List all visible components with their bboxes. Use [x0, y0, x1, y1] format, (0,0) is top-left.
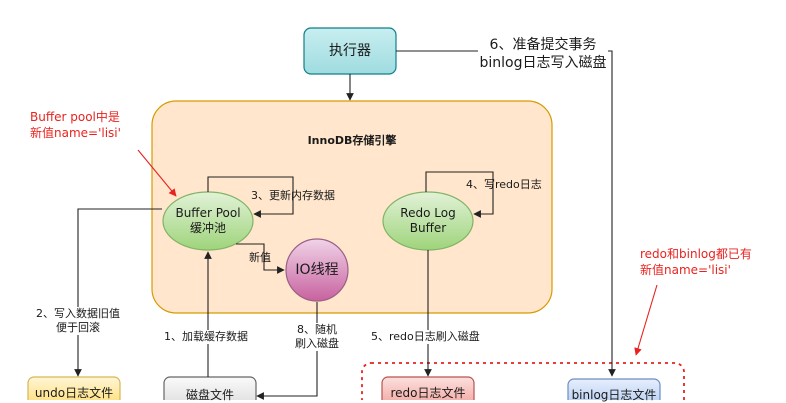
io-thread-circle	[285, 238, 349, 302]
binlog-file-box	[567, 378, 661, 400]
executor-label: 执行器	[329, 42, 371, 59]
step2-line2: 便于回滚	[56, 321, 100, 334]
redo-binlog-note: redo和binlog都已有 新值name='lisi'	[640, 246, 752, 278]
buffer-note-line1: Buffer pool中是	[30, 110, 120, 124]
step3-label: 3、更新内存数据	[251, 189, 335, 202]
buffer-pool-note: Buffer pool中是 新值name='lisi'	[30, 109, 121, 141]
step2-line1: 2、写入数据旧值	[36, 307, 120, 320]
buffer-note-line2: 新值name='lisi'	[30, 126, 121, 140]
io-thread-label: IO线程	[295, 261, 339, 278]
step2-label: 2、写入数据旧值 便于回滚	[30, 307, 126, 335]
arrow-update-memory-loop	[207, 176, 294, 218]
redo-file-box	[381, 376, 475, 400]
step6-label: 6、准备提交事务 binlog日志写入磁盘	[478, 36, 608, 72]
new-value-label: 新值	[249, 251, 271, 264]
step5-label: 5、redo日志刷入磁盘	[371, 330, 480, 344]
arrow-executor-to-binlog	[396, 50, 616, 377]
buffer-pool-label-line1: Buffer Pool	[175, 206, 241, 220]
buffer-pool-label: Buffer Pool 缓冲池	[163, 205, 253, 237]
redo-note-line2: 新值name='lisi'	[640, 263, 731, 277]
disk-file-box	[163, 376, 257, 400]
step6-line1: 6、准备提交事务	[489, 37, 597, 53]
disk-file-label: 磁盘文件	[185, 387, 234, 402]
arrow-write-redo-loop	[425, 171, 494, 218]
step6-line2: binlog日志写入磁盘	[479, 55, 607, 71]
redo-buffer-label-line2: Buffer	[409, 221, 447, 235]
redo-file-label: redo日志文件	[390, 385, 466, 400]
arrow-buffer-to-undo	[74, 208, 162, 377]
redo-log-buffer-label: Redo Log Buffer	[383, 205, 473, 237]
undo-file-label: undo日志文件	[34, 385, 114, 400]
arrow-note-buffer	[137, 149, 177, 197]
step8-label: 8、随机 刷入磁盘	[289, 323, 345, 351]
binlog-file-label: binlog日志文件	[571, 387, 657, 402]
persisted-files-group	[361, 362, 685, 400]
step1-label: 1、加载缓存数据	[164, 330, 248, 344]
step4-label: 4、写redo日志	[466, 178, 542, 191]
undo-file-box	[27, 376, 121, 400]
redo-buffer-label-line1: Redo Log	[400, 206, 456, 220]
step8-line1: 8、随机	[297, 323, 337, 336]
innodb-engine-container	[151, 100, 553, 314]
redo-note-line1: redo和binlog都已有	[640, 247, 752, 261]
step8-line2: 刷入磁盘	[295, 337, 339, 350]
innodb-title: InnoDB存储引擎	[307, 133, 397, 147]
arrow-newvalue-to-io	[236, 243, 285, 274]
arrow-note-redo	[634, 284, 658, 356]
buffer-pool-label-line2: 缓冲池	[189, 221, 226, 235]
